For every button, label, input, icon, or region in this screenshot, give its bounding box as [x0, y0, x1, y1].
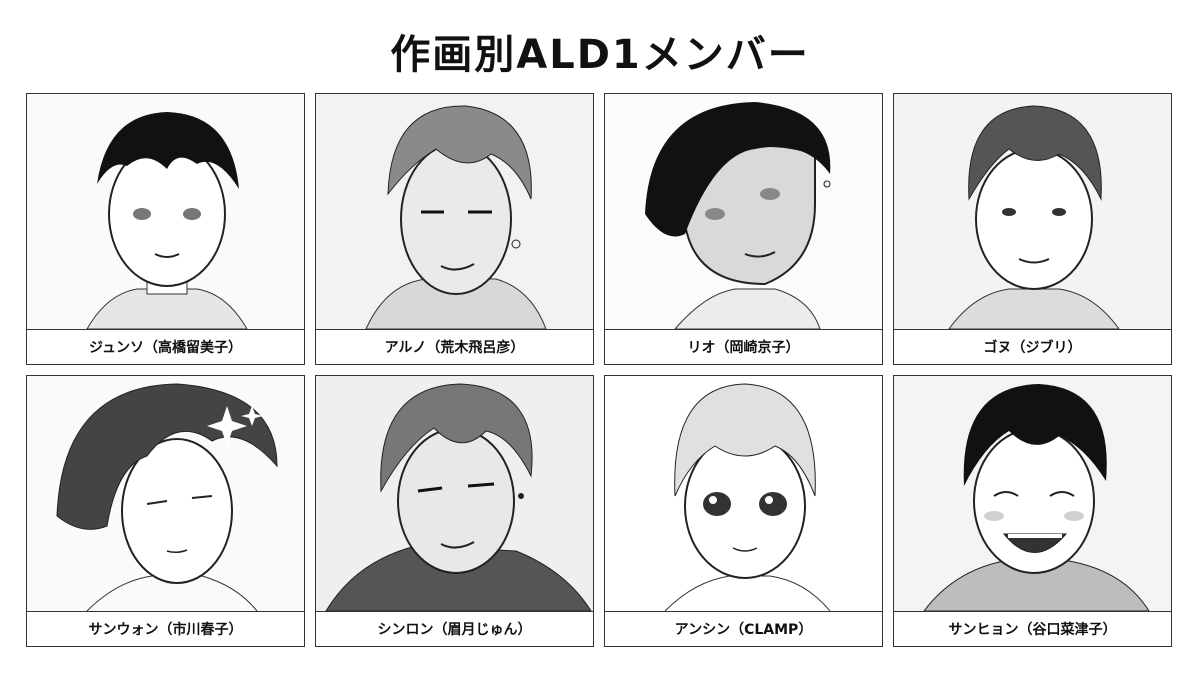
member-caption: アンシン（CLAMP） — [674, 622, 813, 638]
portrait-illustration — [605, 376, 882, 612]
member-card: シンロン（眉月じゅん） — [315, 375, 594, 647]
member-card: アンシン（CLAMP） — [604, 375, 883, 647]
member-card: リオ（岡崎京子） — [604, 93, 883, 365]
member-card: アルノ（荒木飛呂彦） — [315, 93, 594, 365]
member-caption: シンロン（眉月じゅん） — [377, 622, 532, 638]
member-caption: サンヒョン（谷口菜津子） — [948, 622, 1117, 638]
member-card: ゴヌ（ジブリ） — [893, 93, 1172, 365]
portrait-illustration — [894, 94, 1171, 330]
member-card: サンウォン（市川春子） — [26, 375, 305, 647]
member-caption: アルノ（荒木飛呂彦） — [384, 340, 525, 356]
portrait-illustration — [27, 94, 304, 330]
member-grid: ジュンソ（高橋留美子） アルノ（荒木飛呂彦） — [26, 93, 1184, 647]
portrait-illustration — [894, 376, 1171, 612]
member-card: サンヒョン（谷口菜津子） — [893, 375, 1172, 647]
member-caption: サンウォン（市川春子） — [88, 622, 243, 638]
portrait-illustration — [316, 94, 593, 330]
portrait-illustration — [316, 376, 593, 612]
portrait-illustration — [27, 376, 304, 612]
member-caption: リオ（岡崎京子） — [687, 340, 800, 356]
member-caption: ジュンソ（高橋留美子） — [88, 340, 243, 356]
member-caption: ゴヌ（ジブリ） — [983, 340, 1082, 356]
member-card: ジュンソ（高橋留美子） — [26, 93, 305, 365]
page-title: 作画別ALD1メンバー — [390, 32, 810, 78]
portrait-illustration — [605, 94, 882, 330]
